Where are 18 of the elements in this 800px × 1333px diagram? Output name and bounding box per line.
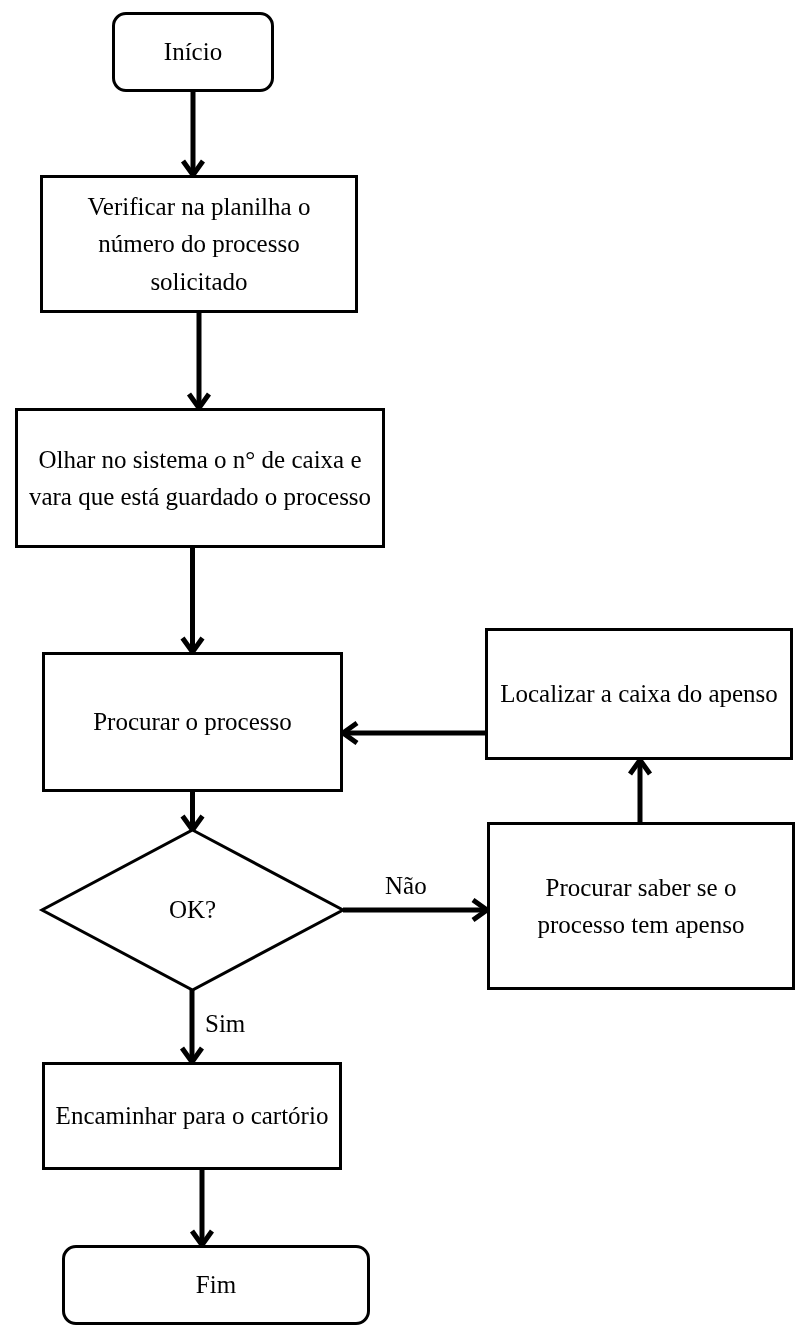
process-box bbox=[40, 175, 358, 313]
arrow bbox=[180, 792, 205, 833]
node-text: Encaminhar para o cartório bbox=[55, 1101, 329, 1132]
node-text: Olhar no sistema o n° de caixa e vara que está guardado o processo bbox=[28, 444, 372, 512]
node-text: Fim bbox=[195, 1270, 237, 1301]
process-box bbox=[42, 652, 343, 792]
node-text: Localizar a caixa do apenso bbox=[500, 679, 778, 710]
process-box bbox=[485, 628, 793, 760]
node-text: Procurar o processo bbox=[93, 707, 292, 738]
node-text: Procurar saber se o processo tem apenso bbox=[536, 872, 746, 940]
node-text: Verificar na planilha o número do processo solicitado bbox=[86, 191, 312, 297]
node-text: Início bbox=[163, 37, 223, 68]
terminal-box bbox=[62, 1245, 370, 1325]
process-box bbox=[15, 408, 385, 548]
node-text: OK? bbox=[168, 895, 217, 926]
process-box bbox=[42, 1062, 342, 1170]
terminal-box bbox=[112, 12, 274, 92]
process-box bbox=[487, 822, 795, 990]
